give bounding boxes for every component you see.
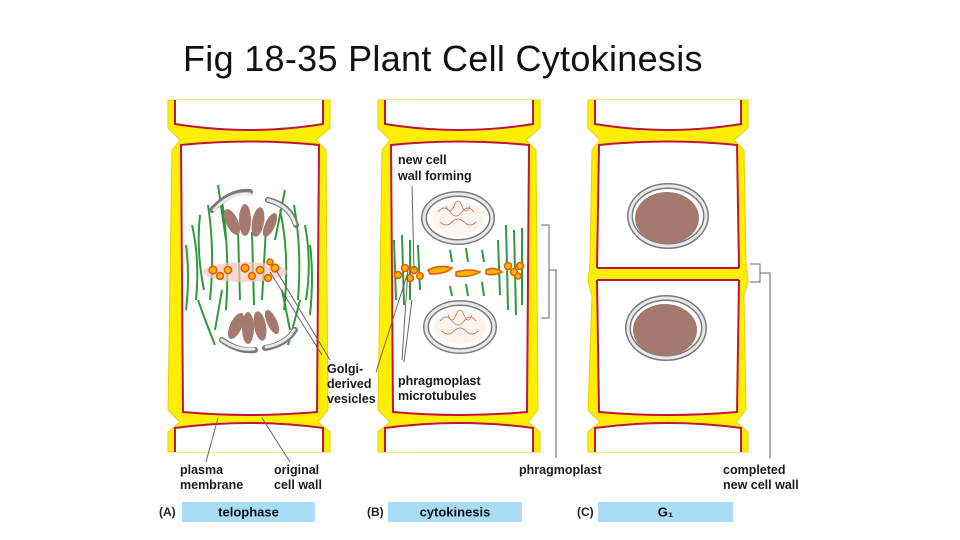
label-completed-new-cell-wall-1: completed — [723, 463, 786, 477]
panel-a-cell — [167, 99, 331, 453]
panel-a-chromosomes — [223, 204, 280, 344]
panel-b-daughter-nucleus-bottom — [423, 300, 497, 354]
label-plasma-membrane-1: plasma — [180, 463, 224, 477]
label-golgi-3: vesicles — [327, 392, 376, 406]
phase-bar-c: (C) G₁ — [577, 502, 733, 522]
label-phragmoplast-microtubules-2: microtubules — [398, 389, 477, 403]
label-golgi-1: Golgi- — [327, 362, 363, 376]
panel-b-cell — [377, 99, 541, 453]
label-plasma-membrane-2: membrane — [180, 478, 243, 492]
panel-b-phase: cytokinesis — [420, 505, 491, 520]
panel-a-phase: telophase — [218, 505, 279, 520]
panel-c-letter: (C) — [577, 505, 594, 519]
panel-b-daughter-nucleus-top — [421, 191, 495, 245]
label-completed-new-cell-wall-2: new cell wall — [723, 478, 799, 492]
label-original-cell-wall-2: cell wall — [274, 478, 322, 492]
panel-b-letter: (B) — [367, 505, 384, 519]
label-phragmoplast: phragmoplast — [519, 463, 602, 477]
leader-lines — [205, 185, 771, 463]
label-original-cell-wall-1: original — [274, 463, 319, 477]
panel-c-cells — [587, 99, 749, 453]
label-new-cell-wall-forming-1: new cell — [398, 153, 447, 167]
panel-b-cell-plate — [393, 261, 525, 283]
panel-b-phragmoplast-microtubules — [393, 224, 523, 316]
panel-a-golgi-vesicles — [208, 258, 280, 283]
label-golgi-2: derived — [327, 377, 371, 391]
panel-c-nucleus-bottom — [625, 295, 707, 361]
label-new-cell-wall-forming-2: wall forming — [397, 169, 472, 183]
phase-bar-b: (B) cytokinesis — [367, 502, 522, 522]
label-phragmoplast-microtubules-1: phragmoplast — [398, 374, 481, 388]
panel-c-phase: G₁ — [658, 505, 674, 520]
slide-title: Fig 18-35 Plant Cell Cytokinesis — [183, 38, 703, 79]
phase-bar-a: (A) telophase — [159, 502, 315, 522]
panel-a-letter: (A) — [159, 505, 176, 519]
panel-c-nucleus-top — [627, 183, 709, 249]
